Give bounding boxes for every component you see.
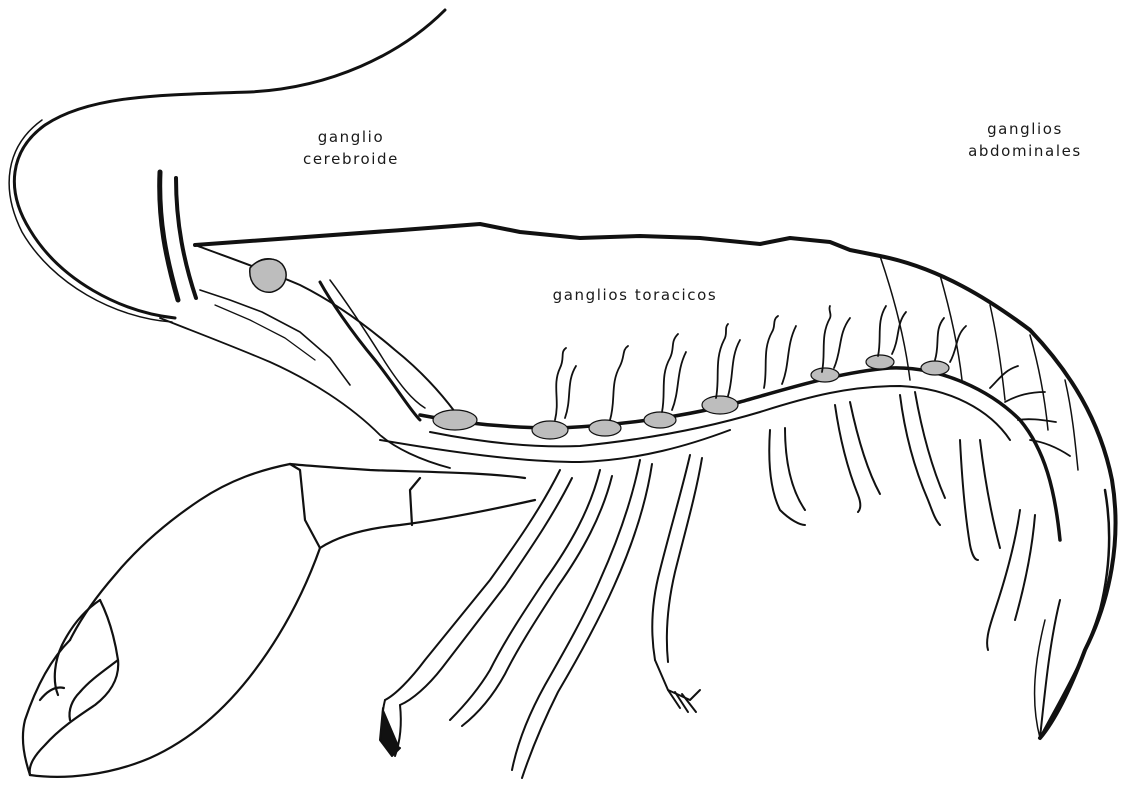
- label-line: abdominales: [935, 140, 1115, 162]
- label-line: cerebroide: [286, 148, 416, 170]
- label-ganglio-cerebroide: ganglio cerebroide: [286, 126, 416, 170]
- ganglion-abdominal-1: [811, 368, 839, 382]
- walking-legs: [380, 455, 702, 778]
- cerebral-ganglion: [250, 259, 286, 292]
- ganglion-thoracic-4: [644, 412, 676, 428]
- ganglion-abdominal-3: [921, 361, 949, 375]
- antennules: [160, 172, 196, 300]
- label-line: ganglios toracicos: [500, 284, 770, 306]
- label-ganglios-toracicos: ganglios toracicos: [500, 284, 770, 306]
- ganglion-abdominal-2: [866, 355, 894, 369]
- label-line: ganglio: [286, 126, 416, 148]
- ventral-nerve-cord: [380, 368, 1060, 540]
- pleopods: [769, 392, 1035, 650]
- ganglion-thoracic-5: [702, 396, 738, 414]
- ganglion-thoracic-1: [433, 410, 477, 430]
- label-ganglios-abdominales: ganglios abdominales: [935, 118, 1115, 162]
- ganglion-thoracic-3: [589, 420, 621, 436]
- abdomen-segments: [880, 256, 1078, 470]
- ganglion-thoracic-2: [532, 421, 568, 439]
- label-line: ganglios: [935, 118, 1115, 140]
